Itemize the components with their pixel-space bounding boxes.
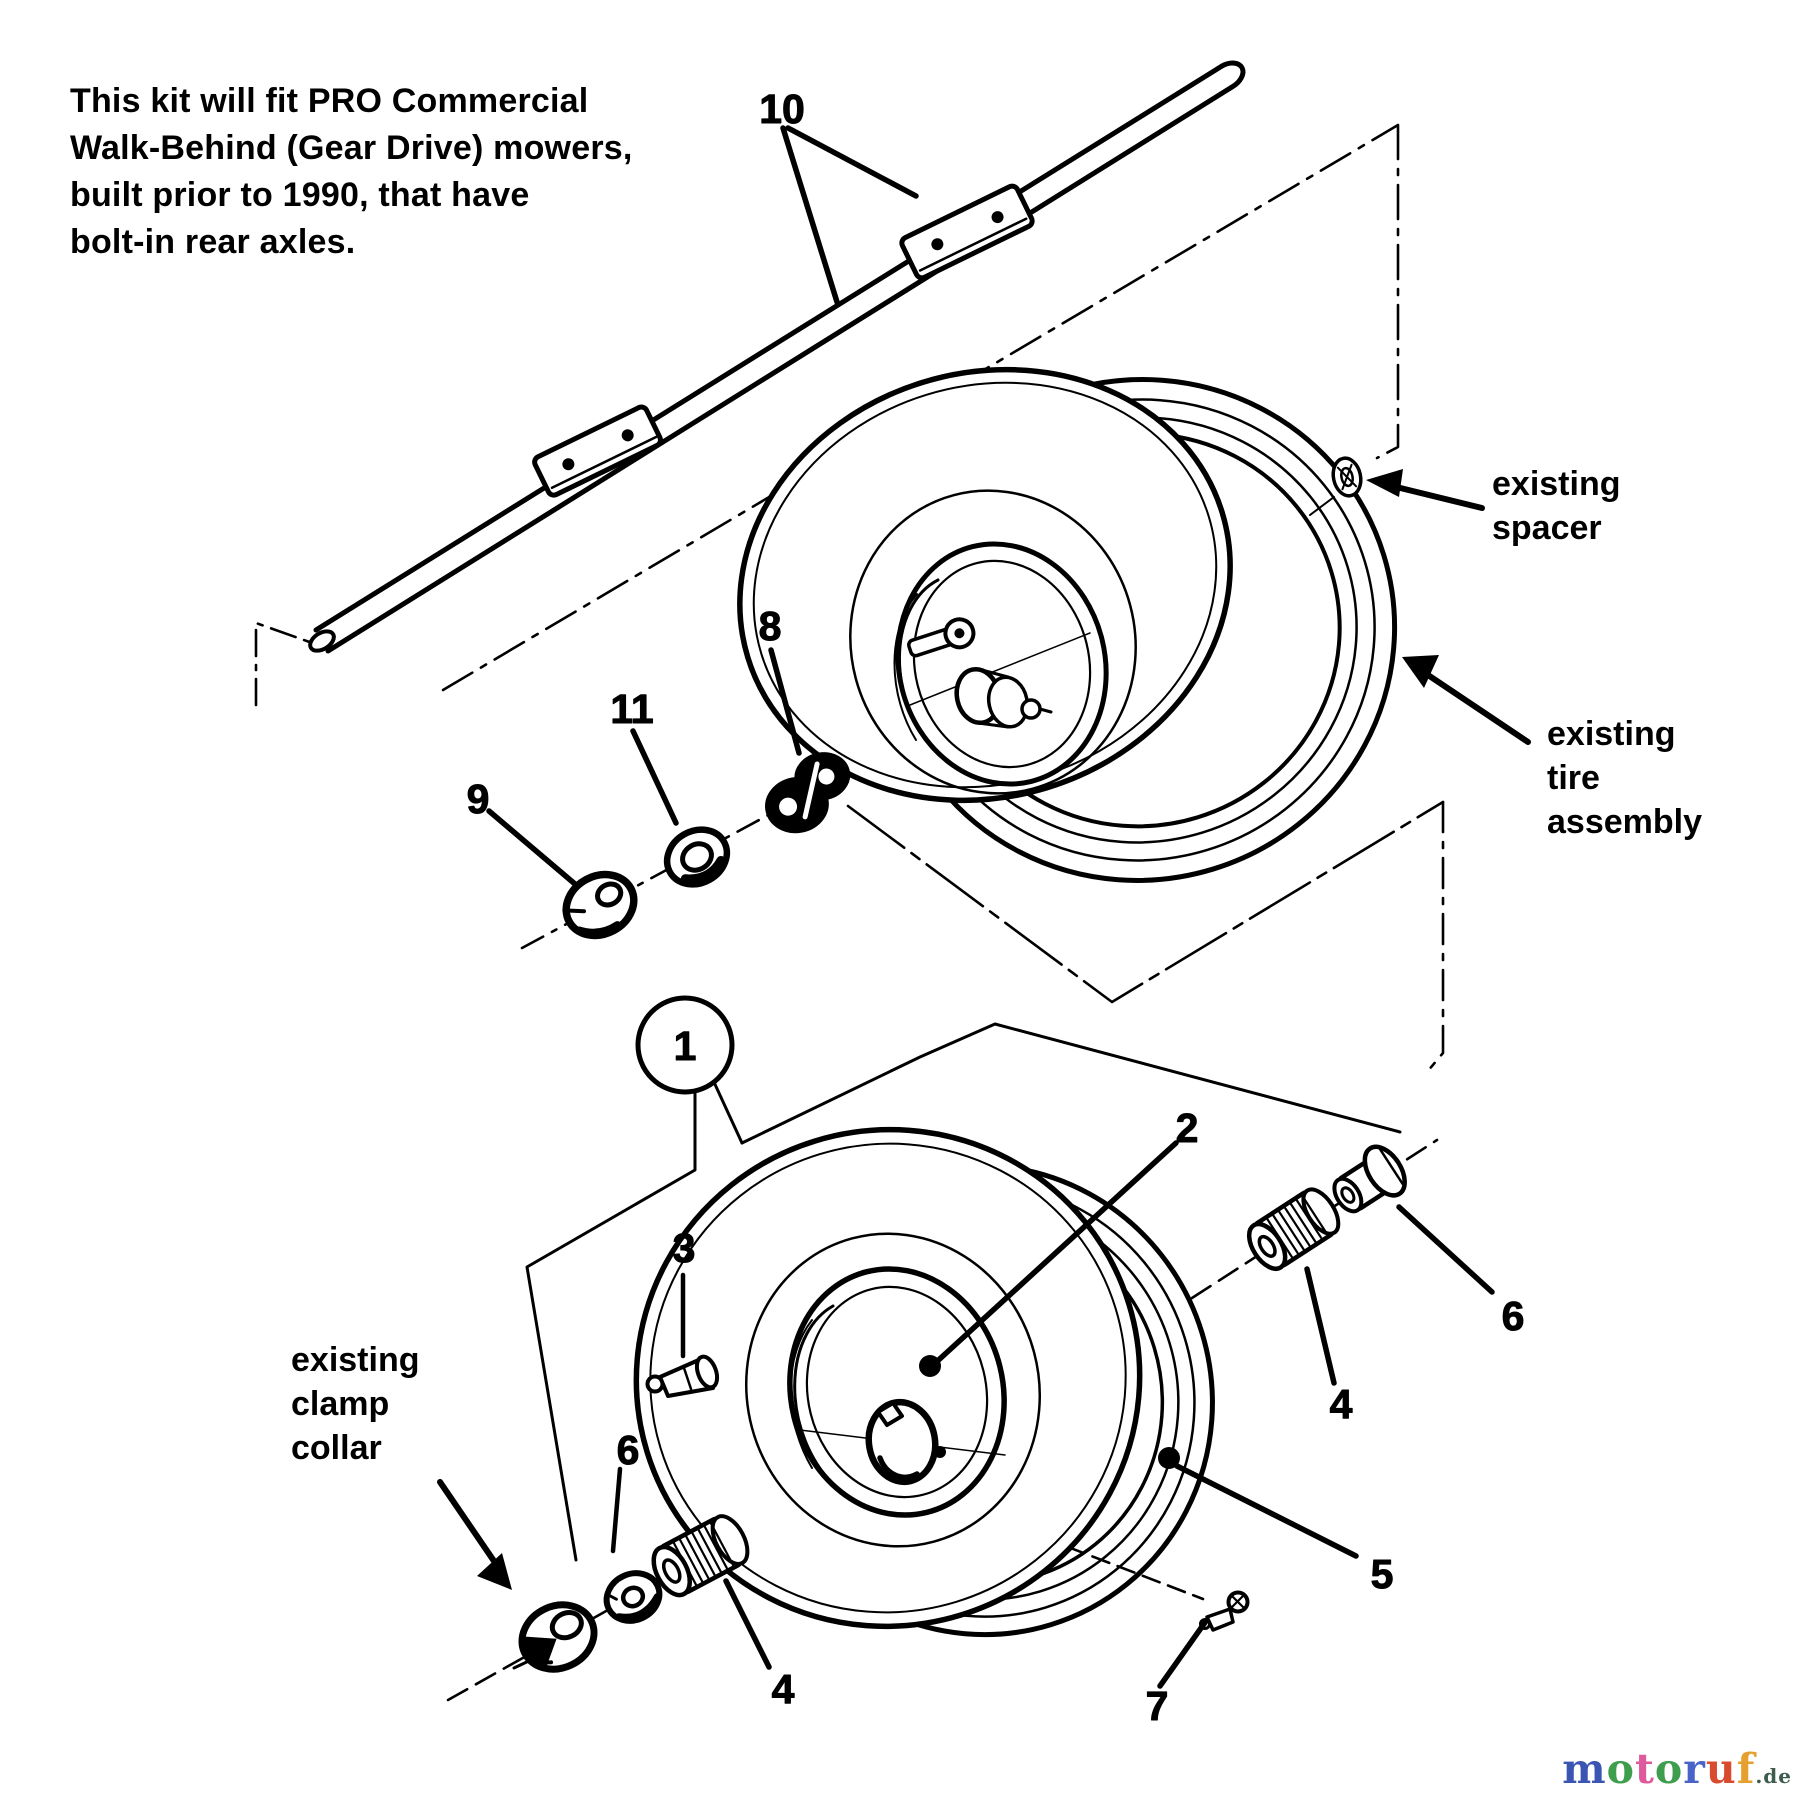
- flanged-nut-part-right: [1332, 1144, 1407, 1214]
- splined-bushing-part-right: [1246, 1187, 1341, 1271]
- callout-8: 8: [759, 603, 782, 649]
- callout-3: 3: [673, 1225, 696, 1271]
- spacer-axis-stub: [1309, 496, 1335, 516]
- callout-9: 9: [467, 776, 490, 822]
- leader-4-right: [1304, 1266, 1337, 1386]
- leader-7: [1157, 1618, 1209, 1689]
- existing-clamp-collar-label: existing clamp collar: [291, 1341, 420, 1467]
- kit-tire-drawing: [633, 1126, 1215, 1638]
- watermark-suffix: .de: [1755, 1764, 1792, 1788]
- bearing-part: [663, 826, 731, 888]
- coupling-part: [765, 752, 851, 834]
- existing-tire-assembly-label: existing tire assembly: [1547, 715, 1702, 841]
- hub-bore-lower: [865, 1398, 946, 1486]
- collar-arrowhead: [477, 1553, 512, 1590]
- collar-axis-stub: [512, 1657, 535, 1670]
- leader-10a: [785, 125, 919, 199]
- leader-8: [768, 647, 802, 756]
- leader-6-left: [610, 1466, 623, 1554]
- tire-arrowhead: [1402, 655, 1439, 688]
- clamp-collar-part: [562, 870, 638, 940]
- leader-9: [486, 808, 578, 887]
- axle-rod: [308, 60, 1246, 654]
- existing-clamp-collar-part: [518, 1601, 598, 1673]
- wheel-rim-lower: [787, 1266, 1007, 1518]
- splined-bushing-part-left: [651, 1514, 750, 1598]
- spacer-part: [1331, 456, 1363, 498]
- leader-10b: [780, 125, 840, 305]
- existing-spacer-label: existing spacer: [1492, 465, 1621, 547]
- watermark-link[interactable]: motoruf.de: [1562, 1745, 1792, 1793]
- callout-11: 11: [610, 686, 653, 732]
- callout-4-right: 4: [1330, 1381, 1353, 1427]
- leader-5-dot: [1158, 1447, 1180, 1469]
- leader-11: [630, 728, 679, 826]
- callout-6-left: 6: [617, 1427, 640, 1473]
- tire-arrow-shaft: [1425, 672, 1531, 745]
- leader-lines: [486, 125, 1495, 1689]
- annotation-arrows: [437, 469, 1531, 1590]
- flanged-nut-part-left: [603, 1570, 663, 1624]
- spacer-arrow-shaft: [1389, 483, 1485, 511]
- leader-5: [1174, 1463, 1359, 1559]
- valve-stem-part: [645, 1354, 720, 1398]
- callout-6-right: 6: [1502, 1293, 1525, 1339]
- valve-stem-upper: [907, 617, 976, 658]
- kit-boundary-lines: [525, 1022, 1402, 1562]
- callout-1: 1: [674, 1023, 697, 1069]
- axle-bracket-upper: [899, 183, 1035, 281]
- hub-upper: [954, 666, 1053, 729]
- leader-2: [929, 1140, 1179, 1369]
- callout-10: 10: [759, 86, 805, 132]
- collar-arrow-shaft: [437, 1479, 499, 1567]
- callout-4-left: 4: [772, 1666, 795, 1712]
- grease-fitting-part: [1199, 1590, 1250, 1632]
- callout-2: 2: [1176, 1105, 1199, 1151]
- existing-tire-assembly-drawing: [737, 366, 1398, 883]
- callout-7: 7: [1146, 1683, 1169, 1729]
- watermark-wordmark: motoruf: [1562, 1745, 1756, 1793]
- spacer-arrowhead: [1366, 469, 1403, 497]
- kit-assembly-balloon: [635, 995, 735, 1095]
- leader-6-right: [1396, 1204, 1495, 1295]
- axle-bracket-lower: [532, 404, 663, 498]
- callout-5: 5: [1371, 1551, 1394, 1597]
- intro-note: This kit will fit PRO Commercial Walk-Be…: [70, 82, 633, 261]
- leader-2-dot: [919, 1355, 941, 1377]
- leader-4-left: [723, 1578, 772, 1670]
